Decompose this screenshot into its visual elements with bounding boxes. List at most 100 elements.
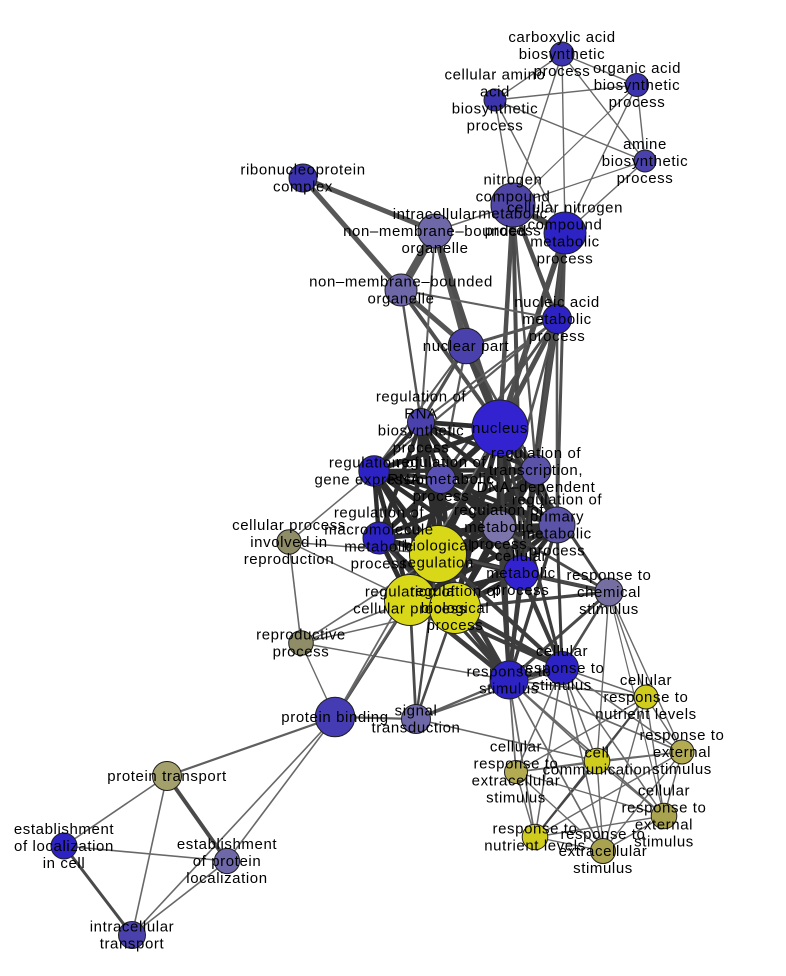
svg-text:regulation of: regulation of — [329, 455, 420, 472]
svg-text:cellular: cellular — [638, 783, 690, 800]
svg-text:establishment: establishment — [14, 821, 115, 838]
svg-text:external: external — [653, 744, 711, 761]
svg-text:transduction: transduction — [372, 720, 461, 737]
svg-text:nutrient levels: nutrient levels — [595, 706, 697, 723]
svg-text:transcription,: transcription, — [489, 462, 583, 479]
svg-text:involved in: involved in — [250, 534, 327, 551]
svg-text:biosynthetic: biosynthetic — [378, 423, 464, 440]
svg-text:response to: response to — [520, 660, 605, 677]
svg-text:metabolic: metabolic — [530, 234, 600, 251]
svg-text:response to: response to — [467, 664, 552, 681]
svg-text:organic acid: organic acid — [593, 60, 681, 77]
svg-text:of localization: of localization — [14, 838, 114, 855]
svg-text:process: process — [529, 328, 586, 345]
svg-text:process: process — [273, 644, 330, 661]
svg-text:stimulus: stimulus — [652, 761, 712, 778]
svg-text:DNA–dependent: DNA–dependent — [477, 479, 596, 496]
svg-text:regulation of: regulation of — [334, 505, 425, 522]
svg-text:biosynthetic: biosynthetic — [452, 101, 538, 118]
svg-text:cellular nitrogen: cellular nitrogen — [507, 200, 623, 217]
svg-text:nutrient levels: nutrient levels — [484, 838, 586, 855]
svg-text:regulation of: regulation of — [491, 445, 582, 462]
svg-text:process: process — [534, 63, 591, 80]
svg-text:macromolecule: macromolecule — [324, 522, 434, 539]
svg-text:process: process — [471, 536, 528, 553]
svg-text:process: process — [427, 617, 484, 634]
svg-text:process: process — [617, 170, 674, 187]
svg-text:process: process — [485, 223, 542, 240]
svg-text:stimulus: stimulus — [573, 860, 633, 877]
svg-text:process: process — [467, 118, 524, 135]
svg-text:response to: response to — [622, 800, 707, 817]
svg-text:process: process — [493, 582, 550, 599]
svg-text:compound: compound — [476, 189, 551, 206]
svg-text:process: process — [537, 251, 594, 268]
svg-text:non–membrane–bounded: non–membrane–bounded — [309, 274, 493, 291]
svg-text:cellular process: cellular process — [232, 517, 346, 534]
svg-text:protein transport: protein transport — [107, 768, 227, 785]
svg-text:process: process — [413, 488, 470, 505]
svg-text:response to: response to — [567, 567, 652, 584]
svg-text:complex: complex — [273, 179, 333, 196]
svg-text:gene expression: gene expression — [314, 472, 433, 489]
svg-text:extracellular: extracellular — [472, 773, 561, 790]
svg-text:cellular: cellular — [490, 739, 542, 756]
svg-text:metabolic: metabolic — [478, 206, 548, 223]
svg-text:in cell: in cell — [43, 855, 86, 872]
svg-text:intracellular: intracellular — [393, 206, 478, 223]
svg-text:response to: response to — [561, 826, 646, 843]
svg-text:nitrogen: nitrogen — [483, 172, 542, 189]
svg-text:nuclear part: nuclear part — [423, 338, 510, 355]
svg-text:response to: response to — [474, 756, 559, 773]
svg-text:cellular: cellular — [495, 548, 547, 565]
svg-text:process: process — [351, 556, 408, 573]
svg-text:regulation of: regulation of — [410, 583, 501, 600]
svg-text:response to: response to — [604, 689, 689, 706]
svg-text:organelle: organelle — [401, 240, 468, 257]
svg-text:RNA: RNA — [404, 406, 437, 423]
svg-text:response to: response to — [640, 727, 725, 744]
svg-text:transport: transport — [100, 936, 165, 953]
svg-text:cell: cell — [585, 745, 610, 762]
svg-text:chemical: chemical — [577, 584, 641, 601]
svg-text:external: external — [635, 817, 693, 834]
svg-text:stimulus: stimulus — [634, 834, 694, 851]
svg-text:metabolic: metabolic — [522, 526, 592, 543]
svg-text:biosynthetic: biosynthetic — [594, 77, 680, 94]
svg-text:extracellular: extracellular — [559, 843, 648, 860]
svg-text:signal: signal — [395, 703, 438, 720]
svg-text:biosynthetic: biosynthetic — [519, 46, 605, 63]
svg-text:regulation of: regulation of — [376, 389, 467, 406]
svg-text:protein binding: protein binding — [281, 709, 388, 726]
svg-text:biosynthetic: biosynthetic — [602, 153, 688, 170]
svg-text:regulation of: regulation of — [512, 492, 603, 509]
svg-text:acid: acid — [480, 84, 510, 101]
svg-text:stimulus: stimulus — [579, 601, 639, 618]
svg-text:cellular: cellular — [536, 643, 588, 660]
svg-text:nucleus: nucleus — [472, 420, 528, 437]
svg-text:RNA metabolic: RNA metabolic — [387, 471, 494, 488]
svg-text:communication: communication — [543, 762, 652, 779]
svg-text:nucleic acid: nucleic acid — [514, 294, 600, 311]
svg-text:cellular process: cellular process — [353, 601, 467, 618]
svg-text:amine: amine — [623, 136, 667, 153]
svg-text:response to: response to — [493, 821, 578, 838]
svg-text:metabolic: metabolic — [464, 519, 534, 536]
svg-text:stimulus: stimulus — [486, 790, 546, 807]
svg-text:regulation of: regulation of — [365, 584, 456, 601]
svg-text:compound: compound — [528, 217, 603, 234]
svg-text:cellular amino: cellular amino — [445, 67, 546, 84]
svg-text:biological: biological — [404, 538, 473, 555]
svg-text:stimulus: stimulus — [532, 677, 592, 694]
svg-text:localization: localization — [186, 870, 267, 887]
svg-text:intracellular: intracellular — [90, 919, 175, 936]
svg-text:process: process — [393, 440, 450, 457]
svg-text:metabolic: metabolic — [522, 311, 592, 328]
svg-text:process: process — [609, 94, 666, 111]
svg-text:regulation: regulation — [402, 555, 474, 572]
svg-text:regulation of: regulation of — [454, 502, 545, 519]
svg-text:primary: primary — [530, 509, 584, 526]
svg-text:regulation of: regulation of — [396, 454, 487, 471]
svg-text:ribonucleoprotein: ribonucleoprotein — [240, 162, 365, 179]
svg-text:metabolic: metabolic — [486, 565, 556, 582]
